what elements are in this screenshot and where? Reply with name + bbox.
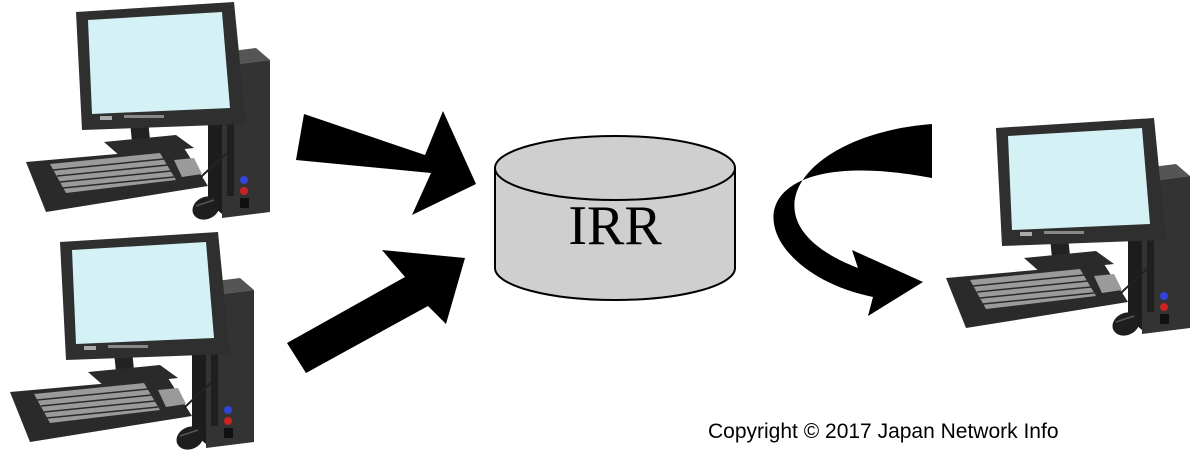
copyright-text: Copyright © 2017 Japan Network Info bbox=[708, 420, 1059, 443]
arrow-source-2-to-irr bbox=[287, 250, 465, 373]
desktop-computer-icon bbox=[8, 2, 298, 232]
arrow-source-1-to-irr bbox=[296, 111, 476, 215]
irr-label: IRR bbox=[568, 195, 662, 257]
arrow-irr-to-destination bbox=[773, 124, 932, 316]
database-cylinder-icon bbox=[494, 135, 736, 301]
desktop-computer-icon bbox=[0, 232, 282, 462]
source-computer-1 bbox=[8, 2, 298, 232]
destination-computer bbox=[928, 118, 1196, 348]
irr-database: IRR bbox=[490, 120, 740, 305]
desktop-computer-icon bbox=[928, 118, 1196, 348]
source-computer-2 bbox=[0, 232, 282, 462]
